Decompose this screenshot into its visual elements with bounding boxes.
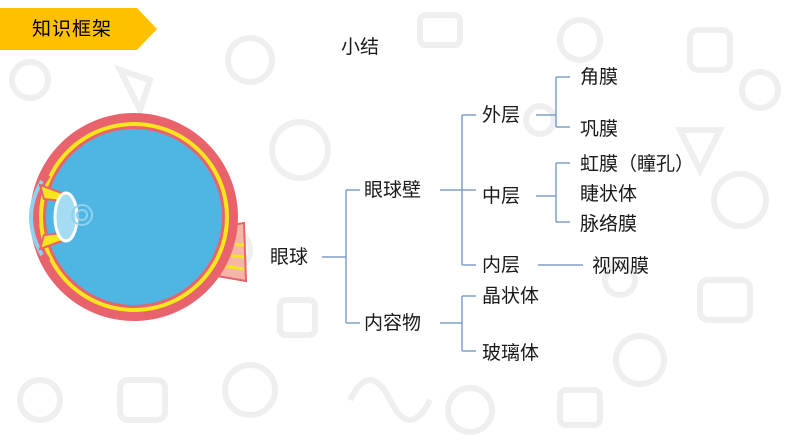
node-middle-layer: 中层 [482,185,521,207]
node-choroid: 脉络膜 [580,213,638,235]
node-retina: 视网膜 [592,255,650,277]
node-inner-layer: 内层 [482,254,521,276]
node-eyeball-wall: 眼球壁 [364,179,422,201]
node-cornea: 角膜 [580,66,619,88]
node-ciliary-body: 睫状体 [580,183,638,205]
vitreous-shape [46,129,222,305]
node-contents: 内容物 [364,312,422,334]
node-vitreous: 玻璃体 [482,342,540,364]
node-lens: 晶状体 [482,285,540,307]
node-outer-layer: 外层 [482,104,521,126]
node-eyeball: 眼球 [270,246,309,268]
diagram-title: 小结 [341,36,380,58]
section-tab [0,8,157,50]
node-iris: 虹膜（瞳孔） [580,153,695,175]
section-tab-title: 知识框架 [32,18,113,40]
eyeball-illustration [29,113,248,321]
node-sclera: 巩膜 [580,118,619,140]
